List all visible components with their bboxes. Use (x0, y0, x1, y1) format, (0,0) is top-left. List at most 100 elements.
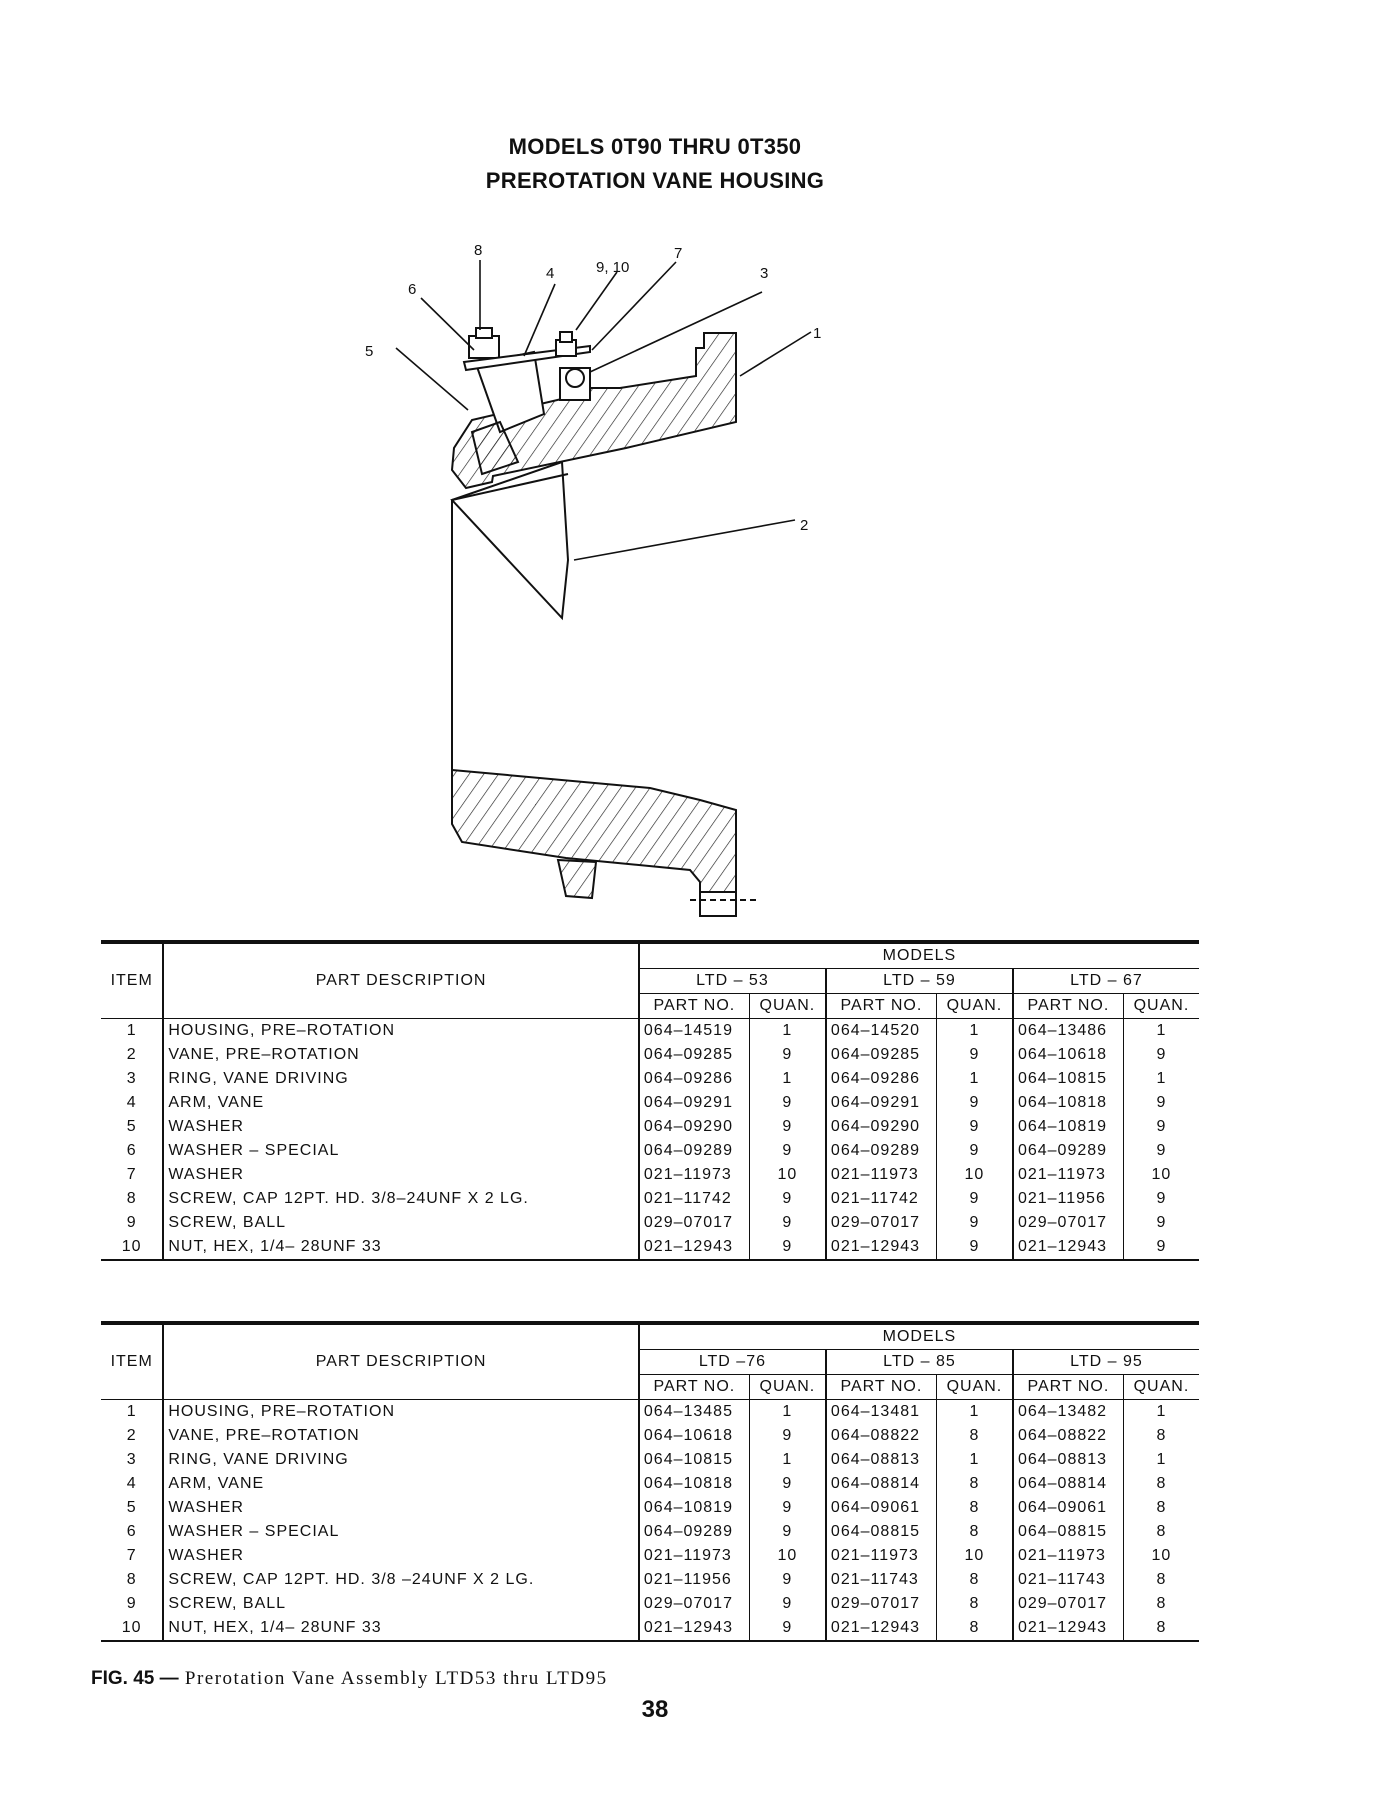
part-no-cell: 064–09289 (824, 1139, 937, 1163)
col-desc-header: PART DESCRIPTION (163, 1321, 640, 1400)
item-cell: 4 (101, 1472, 165, 1496)
models-header: MODELS (637, 1321, 1199, 1350)
item-cell: 10 (101, 1235, 165, 1261)
part-no-cell: 064–08813 (824, 1448, 937, 1472)
part-no-cell: 064–09286 (824, 1067, 937, 1091)
part-no-cell: 064–10818 (1011, 1091, 1124, 1115)
part-no-cell: 064–13486 (1011, 1018, 1124, 1043)
item-cell: 6 (101, 1139, 165, 1163)
quan-cell: 9 (748, 1568, 826, 1592)
callout-2: 2 (800, 517, 808, 534)
quan-cell: 9 (935, 1091, 1013, 1115)
part-no-cell: 064–13485 (637, 1399, 750, 1424)
desc-cell: VANE, PRE–ROTATION (163, 1424, 640, 1448)
desc-cell: SCREW, CAP 12PT. HD. 3/8–24UNF X 2 LG. (163, 1187, 640, 1211)
item-cell: 5 (101, 1496, 165, 1520)
quan-cell: 1 (1122, 1067, 1199, 1091)
model-header: LTD – 53 (637, 968, 826, 994)
desc-cell: NUT, HEX, 1/4– 28UNF 33 (163, 1235, 640, 1261)
quan-cell: 8 (935, 1616, 1013, 1642)
callout-3: 3 (760, 265, 768, 282)
quan-cell: 1 (748, 1399, 826, 1424)
quan-cell: 8 (1122, 1472, 1199, 1496)
quan-cell: 1 (748, 1018, 826, 1043)
part-no-cell: 021–11973 (1011, 1163, 1124, 1187)
part-no-cell: 064–08822 (824, 1424, 937, 1448)
desc-cell: WASHER – SPECIAL (163, 1520, 640, 1544)
part-no-cell: 064–08814 (1011, 1472, 1124, 1496)
quan-cell: 9 (1122, 1187, 1199, 1211)
quan-cell: 9 (935, 1187, 1013, 1211)
quan-cell: 10 (1122, 1163, 1199, 1187)
model-header: LTD – 67 (1011, 968, 1199, 994)
part-no-cell: 021–11956 (637, 1568, 750, 1592)
desc-cell: WASHER (163, 1544, 640, 1568)
part-no-cell: 029–07017 (1011, 1211, 1124, 1235)
part-no-cell: 064–09290 (824, 1115, 937, 1139)
part-no-cell: 064–10815 (1011, 1067, 1124, 1091)
part-no-cell: 064–10815 (637, 1448, 750, 1472)
desc-cell: WASHER (163, 1115, 640, 1139)
quan-cell: 8 (1122, 1568, 1199, 1592)
quan-cell: 8 (1122, 1592, 1199, 1616)
part-no-header: PART NO. (1011, 1374, 1124, 1400)
part-no-cell: 064–09289 (1011, 1139, 1124, 1163)
part-no-cell: 064–14520 (824, 1018, 937, 1043)
page-number: 38 (641, 1696, 669, 1723)
part-no-cell: 064–14519 (637, 1018, 750, 1043)
quan-cell: 9 (748, 1187, 826, 1211)
quan-cell: 10 (748, 1163, 826, 1187)
part-no-header: PART NO. (1011, 993, 1124, 1019)
figure-text: Prerotation Vane Assembly LTD53 thru LTD… (178, 1668, 608, 1689)
quan-cell: 10 (1122, 1544, 1199, 1568)
part-no-header: PART NO. (824, 1374, 937, 1400)
part-no-cell: 029–07017 (824, 1211, 937, 1235)
figure-caption: FIG. 45 — Prerotation Vane Assembly LTD5… (91, 1668, 608, 1690)
part-no-cell: 064–10819 (637, 1496, 750, 1520)
screw-cap (470, 420, 520, 476)
quan-cell: 9 (748, 1424, 826, 1448)
quan-header: QUAN. (1122, 993, 1199, 1019)
part-no-cell: 021–12943 (637, 1235, 750, 1261)
part-no-cell: 021–11742 (637, 1187, 750, 1211)
part-no-cell: 064–10618 (637, 1424, 750, 1448)
desc-cell: RING, VANE DRIVING (163, 1448, 640, 1472)
item-cell: 9 (101, 1211, 165, 1235)
quan-cell: 1 (935, 1018, 1013, 1043)
part-no-cell: 064–09061 (1011, 1496, 1124, 1520)
quan-cell: 9 (748, 1211, 826, 1235)
part-no-cell: 021–12943 (1011, 1616, 1124, 1642)
item-cell: 3 (101, 1067, 165, 1091)
item-cell: 2 (101, 1043, 165, 1067)
part-no-cell: 064–08822 (1011, 1424, 1124, 1448)
callout-1: 1 (813, 325, 821, 342)
callout-5: 5 (365, 343, 373, 360)
desc-cell: WASHER (163, 1163, 640, 1187)
quan-cell: 9 (748, 1139, 826, 1163)
part-no-cell: 064–09291 (637, 1091, 750, 1115)
quan-cell: 9 (935, 1139, 1013, 1163)
quan-cell: 9 (748, 1496, 826, 1520)
model-header: LTD – 59 (824, 968, 1013, 994)
quan-cell: 9 (935, 1235, 1013, 1261)
quan-cell: 9 (1122, 1235, 1199, 1261)
item-cell: 1 (101, 1018, 165, 1043)
item-cell: 10 (101, 1616, 165, 1642)
quan-cell: 9 (1122, 1115, 1199, 1139)
quan-cell: 1 (1122, 1448, 1199, 1472)
part-no-cell: 064–09291 (824, 1091, 937, 1115)
quan-cell: 9 (748, 1520, 826, 1544)
part-no-cell: 064–13482 (1011, 1399, 1124, 1424)
quan-cell: 8 (935, 1520, 1013, 1544)
vane-housing-drawing: 8 4 9, 10 7 6 3 5 1 2 (365, 242, 821, 917)
part-no-cell: 064–08815 (1011, 1520, 1124, 1544)
flange-bottom (699, 891, 737, 917)
